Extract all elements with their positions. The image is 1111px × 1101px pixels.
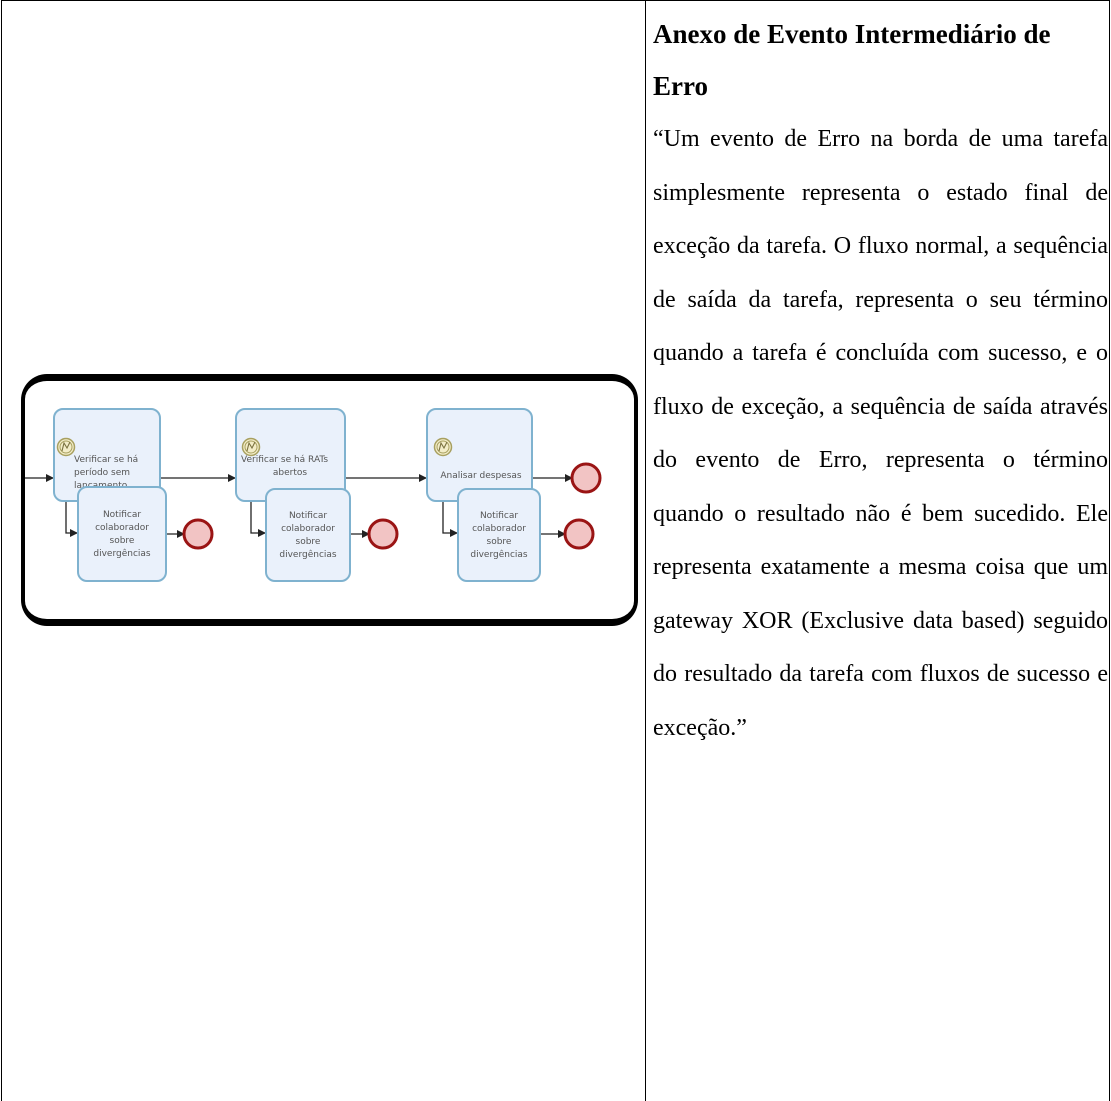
task-analisar-despesas-label: Analisar despesas [440,471,522,481]
task-notificar-1-label-2: colaborador [95,523,149,533]
section-title: Anexo de Evento Intermediário de Erro [653,19,1051,101]
diagram-cell: Verificar se há período sem lançamento V… [2,0,645,1101]
task-notificar-2-label-2: colaborador [281,524,335,534]
task-notificar-3 [457,488,541,582]
end-event-icon [367,518,399,550]
bpmn-diagram: Verificar se há período sem lançamento V… [25,408,602,582]
error-event-icon [56,437,76,457]
bpmn-diagram-canvas: Verificar se há período sem lançamento V… [25,381,634,619]
text-cell: Anexo de Evento Intermediário de Erro “U… [653,0,1108,1101]
section-body: “Um evento de Erro na borda de uma taref… [653,126,1108,741]
task-notificar-2 [265,488,351,582]
task-notificar-3-label-3: sobre [487,537,512,547]
task-notificar-1-label-4: divergências [93,548,151,559]
table-top-border [2,0,1109,1]
task-verificar-rats-label-2: abertos [273,468,308,478]
task-verificar-periodo-label-2: período sem [74,468,130,478]
end-event-icon [563,518,595,550]
error-event-icon [241,437,261,457]
bpmn-diagram-frame: Verificar se há período sem lançamento V… [21,374,638,626]
task-notificar-3-label-1: Notificar [480,511,518,521]
error-event-icon [433,437,453,457]
task-notificar-1-label-1: Notificar [103,510,141,520]
end-event-icon [182,518,214,550]
task-notificar-2-label-3: sobre [296,537,321,547]
end-event-icon [570,462,602,494]
task-notificar-1 [77,486,167,582]
task-notificar-1-label-3: sobre [110,536,135,546]
task-notificar-3-label-2: colaborador [472,524,526,534]
task-notificar-3-label-4: divergências [470,549,528,560]
task-notificar-2-label-4: divergências [279,549,337,560]
task-verificar-periodo-label-1: Verificar se há [74,455,138,465]
task-notificar-2-label-1: Notificar [289,511,327,521]
task-verificar-rats-label-1: Verificar se há RATs [241,455,328,465]
column-divider [645,0,646,1101]
